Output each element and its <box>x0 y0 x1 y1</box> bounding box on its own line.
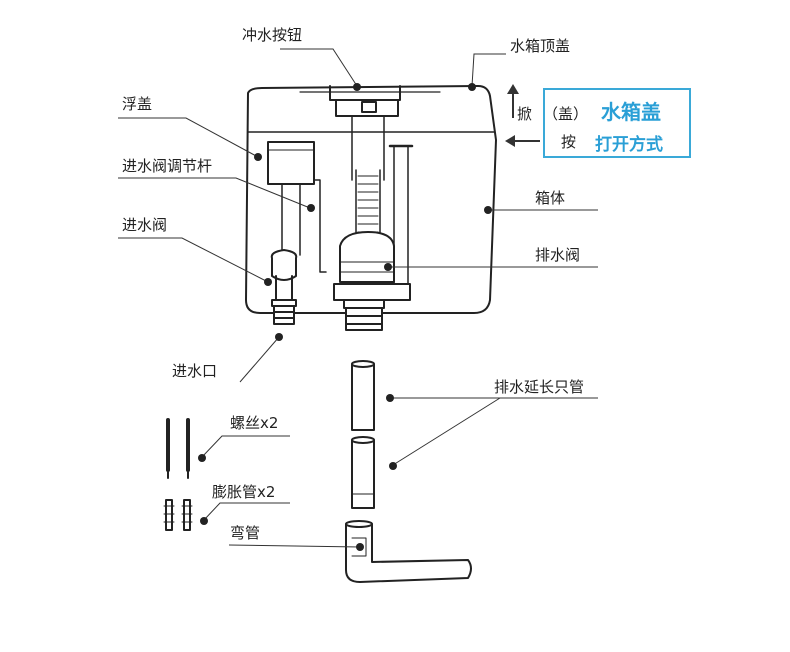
tank-body-outline <box>245 85 497 314</box>
label-tank-body: 箱体 <box>535 189 566 207</box>
label-drain-extension-pipe: 排水延长只管 <box>494 378 585 396</box>
label-water-inlet: 进水口 <box>172 362 218 380</box>
anchor-1 <box>165 499 173 531</box>
lift-arrow-icon <box>507 84 519 118</box>
anchor-2 <box>183 499 191 531</box>
lid-opening-callout: 掀 （盖） 水箱盖 按 打开方式 <box>517 88 691 158</box>
press-arrow-icon <box>505 135 540 147</box>
inlet-valve-shape <box>270 249 298 281</box>
callout-title: 水箱盖 <box>601 100 661 124</box>
label-elbow-pipe: 弯管 <box>230 524 261 542</box>
extension-pipe-1 <box>351 363 375 431</box>
drain-valve-shape <box>339 231 395 283</box>
callout-subtitle: 打开方式 <box>595 135 663 155</box>
label-inlet-valve: 进水阀 <box>122 216 168 234</box>
label-tank-top-cover: 水箱顶盖 <box>510 37 571 55</box>
flush-button-shape <box>329 85 401 101</box>
elbow-pipe <box>345 523 472 583</box>
extension-pipe-2 <box>351 439 375 509</box>
label-flush-button: 冲水按钮 <box>242 26 303 44</box>
lift-char: 掀 <box>517 105 533 123</box>
label-inlet-valve-rod: 进水阀调节杆 <box>122 157 213 175</box>
press-char: 按 <box>561 133 577 151</box>
label-float-cover: 浮盖 <box>122 95 153 113</box>
label-expansion-pipe: 膨胀管x2 <box>212 483 276 501</box>
float-shape <box>267 141 315 185</box>
label-drain-valve: 排水阀 <box>535 246 581 264</box>
label-screw: 螺丝x2 <box>230 414 279 432</box>
cover-paren: （盖） <box>543 105 589 123</box>
